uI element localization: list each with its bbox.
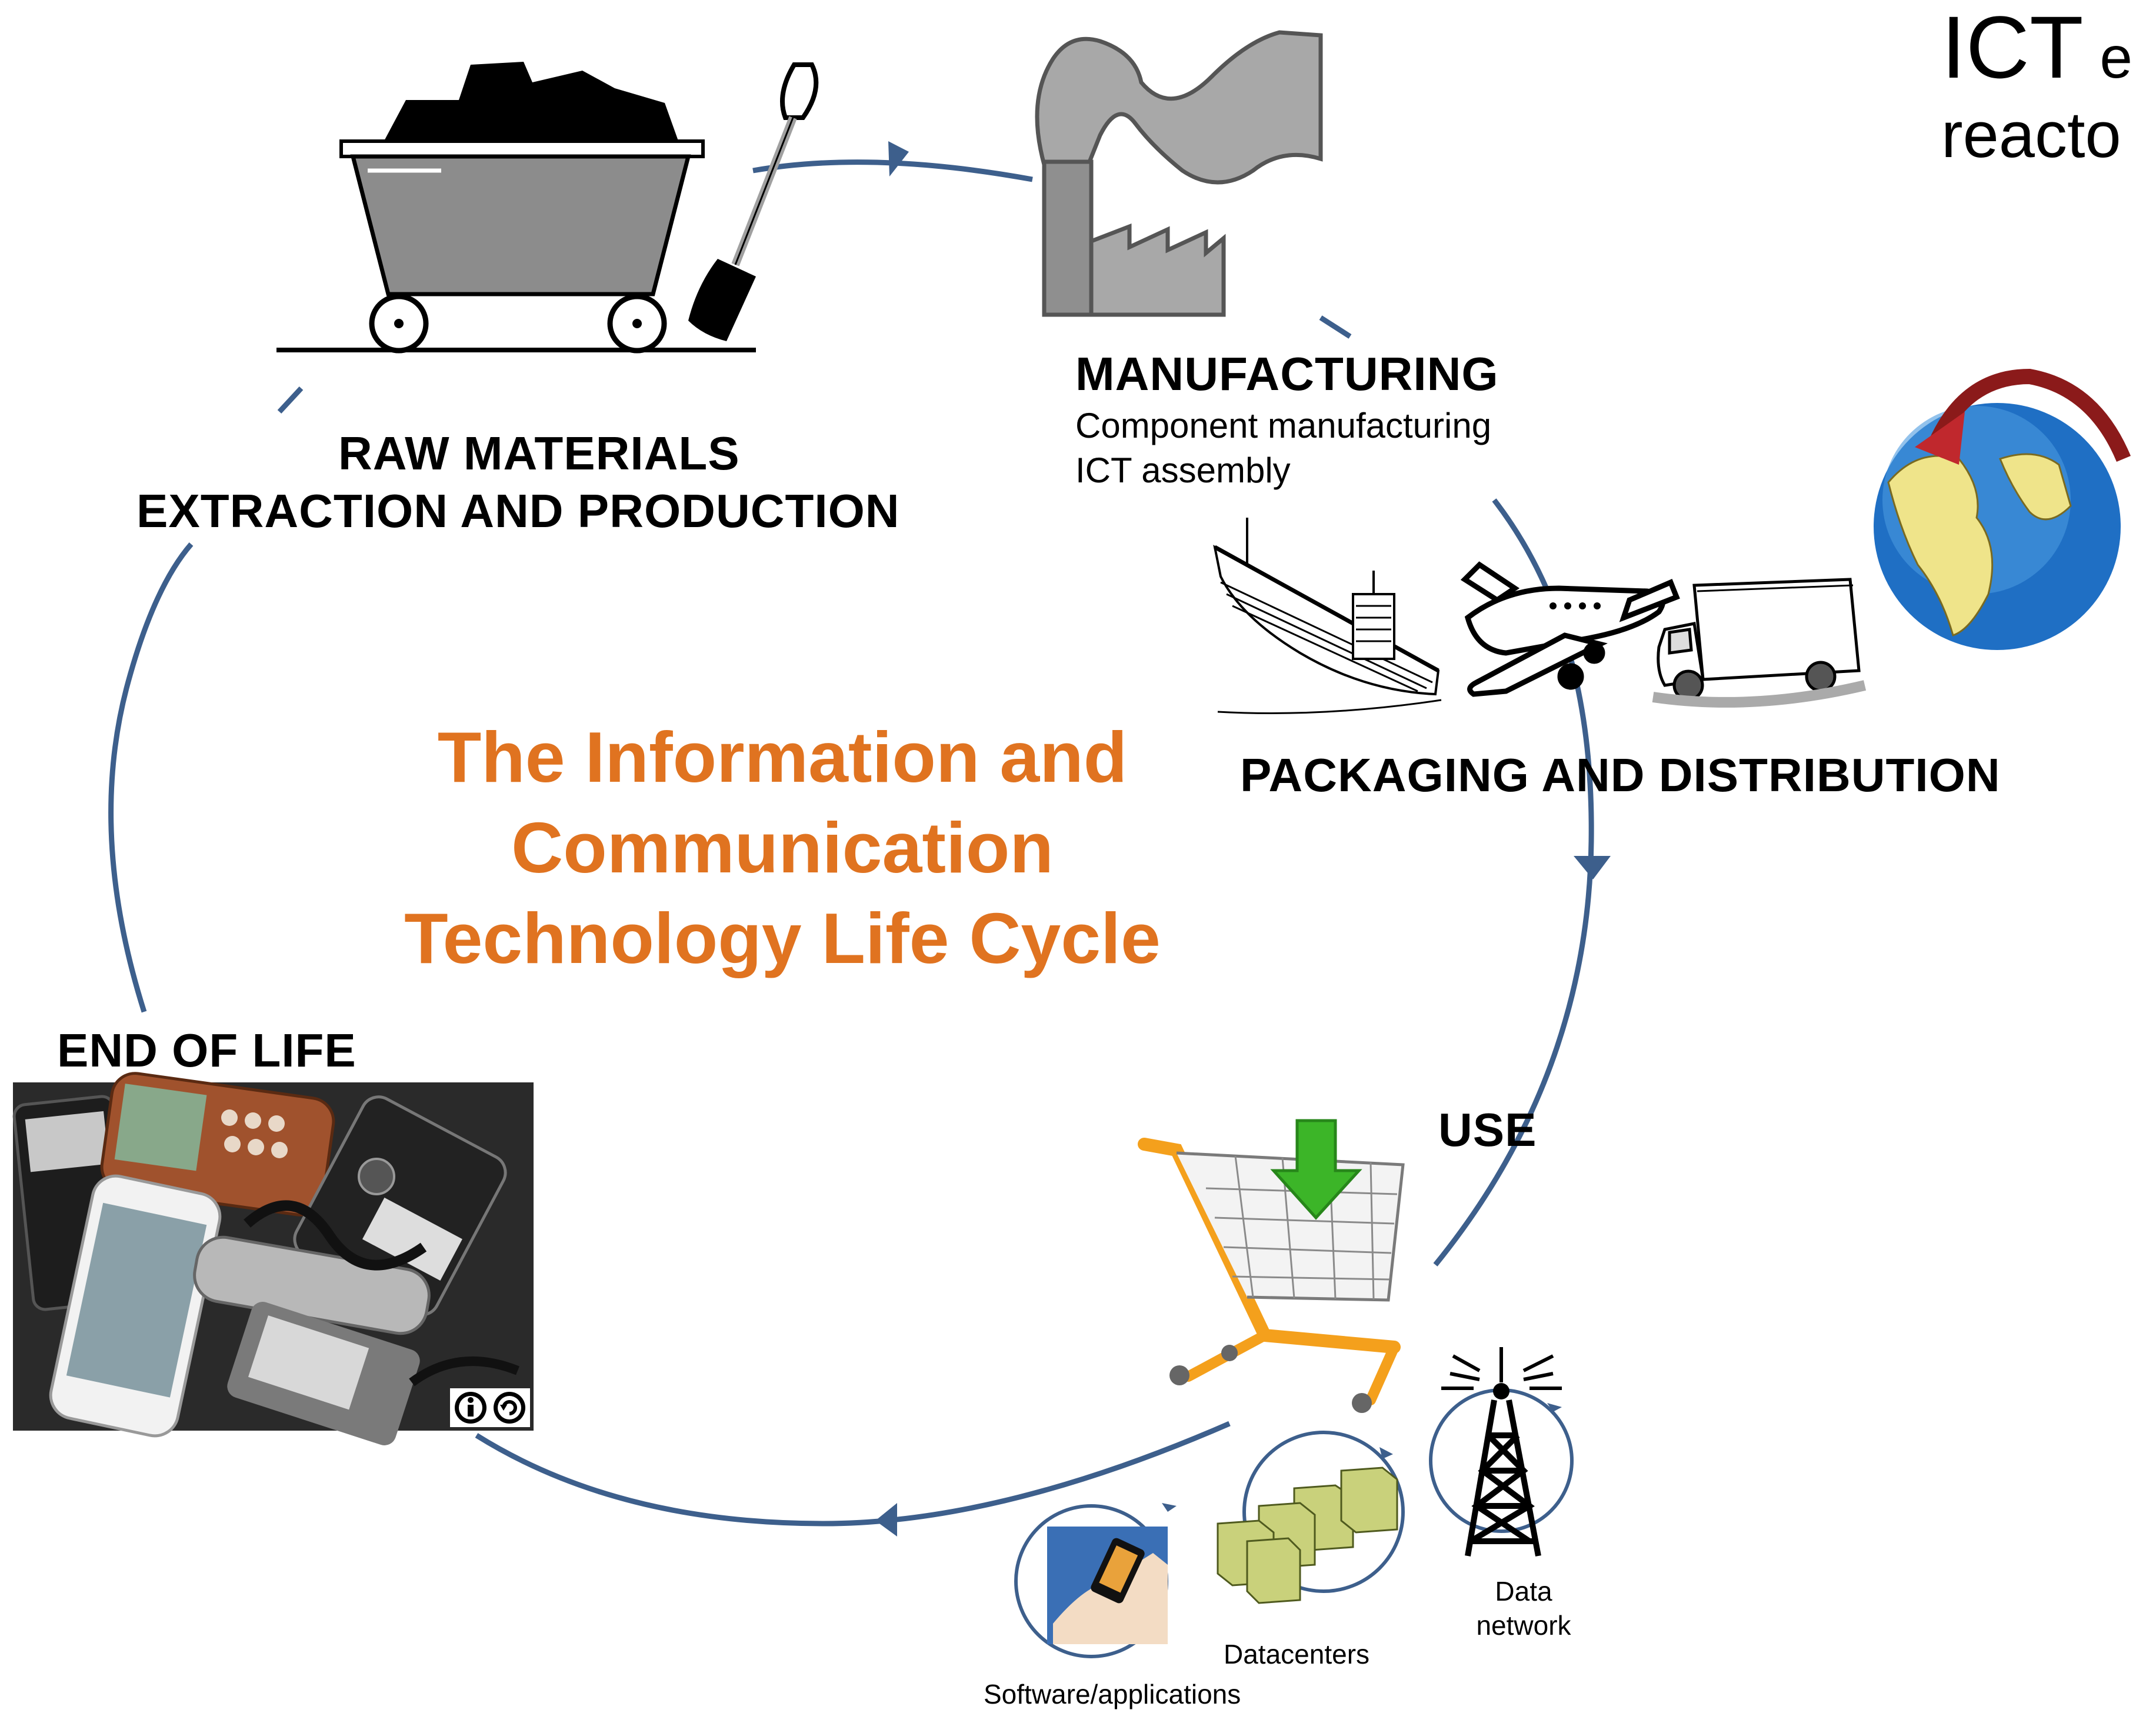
center-title-line-3: Technology Life Cycle <box>404 898 1161 978</box>
arrowhead-left <box>875 1503 897 1537</box>
arrowhead-right <box>888 141 909 176</box>
shovel-icon <box>688 62 819 341</box>
arrowhead-down <box>1574 856 1611 879</box>
distribution-title: PACKAGING AND DISTRIBUTION <box>1240 749 2001 801</box>
manufacturing-sub-component: Component manufacturing <box>1075 406 1492 445</box>
manufacturing-sub-assembly: ICT assembly <box>1075 451 1291 490</box>
cycle-arc-top <box>752 159 1033 182</box>
center-title-line-2: Communication <box>511 808 1054 888</box>
airplane-icon <box>1460 561 1680 697</box>
factory-icon <box>1035 30 1323 317</box>
globe-icon <box>1874 368 2131 650</box>
data-network-label: Data network <box>1459 1574 1588 1642</box>
cycle-arc-bottom <box>475 1421 1231 1527</box>
e-waste-photo <box>12 1072 534 1445</box>
center-title-line-1: The Information and <box>437 717 1128 797</box>
data-network-line-2: network <box>1476 1610 1571 1641</box>
datacenter-icon <box>1217 1431 1405 1604</box>
corner-heading-line1: ICT e <box>1941 3 2132 102</box>
manufacturing-title: MANUFACTURING <box>1075 348 1499 400</box>
cycle-arc-stub <box>1319 315 1352 339</box>
radio-tower-icon <box>1429 1347 1574 1557</box>
end-of-life-title: END OF LIFE <box>57 1024 356 1077</box>
datacenters-label: Datacenters <box>1224 1639 1370 1669</box>
corner-heading-line2: reacto <box>1941 99 2121 171</box>
cycle-arc-left-stub <box>277 386 304 414</box>
mine-cart-icon <box>276 62 756 354</box>
center-title: The Information and Communication Techno… <box>329 712 1235 984</box>
cycle-arc-left <box>108 542 194 1013</box>
data-network-line-1: Data <box>1495 1576 1552 1607</box>
shopping-cart-icon <box>1138 1119 1405 1413</box>
delivery-truck-icon <box>1652 578 1867 708</box>
corner-heading-big: ICT <box>1941 0 2084 96</box>
raw-materials-title: RAW MATERIALS <box>338 427 740 479</box>
software-phone-icon <box>1014 1503 1177 1658</box>
use-title: USE <box>1438 1104 1537 1156</box>
corner-heading-small: e <box>2083 25 2133 91</box>
cargo-ship-icon <box>1213 518 1442 714</box>
cycle-arrowheads <box>875 141 1611 1537</box>
license-badges <box>450 1388 530 1427</box>
software-label: Software/applications <box>984 1679 1241 1709</box>
raw-materials-subtitle: EXTRACTION AND PRODUCTION <box>136 485 900 537</box>
